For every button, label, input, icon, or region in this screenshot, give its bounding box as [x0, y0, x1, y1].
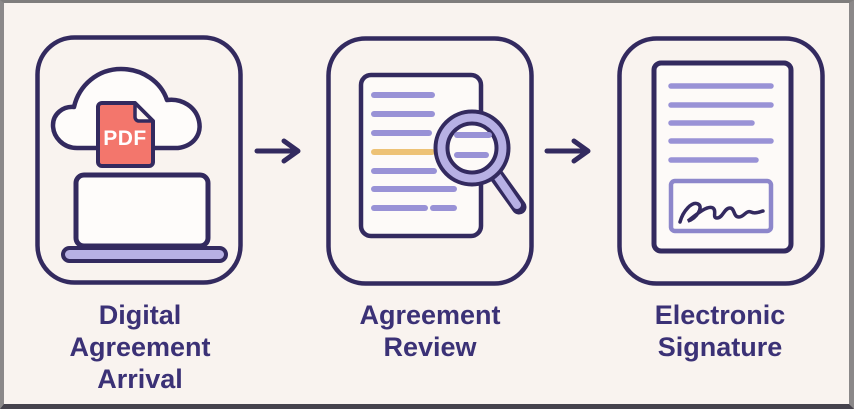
signature-squiggle	[678, 201, 765, 224]
document-magnifier-icon	[326, 36, 534, 286]
document-text-lines	[371, 92, 457, 211]
flow-arrow-1	[254, 137, 310, 165]
step-label-electronic-signature: Electronic Signature	[654, 300, 786, 362]
step-label-digital-agreement-arrival: Digital Agreement Arrival	[69, 300, 211, 394]
right-arrow-icon	[254, 138, 301, 164]
document-text-lines	[668, 83, 774, 163]
signature-box	[668, 178, 774, 234]
card-outline	[35, 35, 243, 285]
flow-arrow-2	[544, 137, 600, 165]
step-card-electronic-signature	[617, 36, 825, 286]
step-label-agreement-review: Agreement Review	[359, 300, 501, 362]
card-outline	[326, 36, 534, 286]
magnifier-icon	[433, 109, 527, 215]
magnified-text-lines	[454, 132, 492, 158]
signed-document-icon	[617, 36, 825, 286]
pdf-file-fold	[133, 101, 155, 123]
laptop-screen	[73, 172, 211, 249]
cloud-pdf-laptop-icon: PDF	[35, 35, 243, 285]
card-outline	[617, 36, 825, 286]
right-arrow-icon	[544, 138, 591, 164]
pdf-badge-text: PDF	[103, 127, 147, 150]
step-card-agreement-review	[326, 36, 534, 286]
step-card-digital-agreement-arrival: PDF	[35, 35, 243, 285]
laptop-base	[61, 246, 228, 263]
